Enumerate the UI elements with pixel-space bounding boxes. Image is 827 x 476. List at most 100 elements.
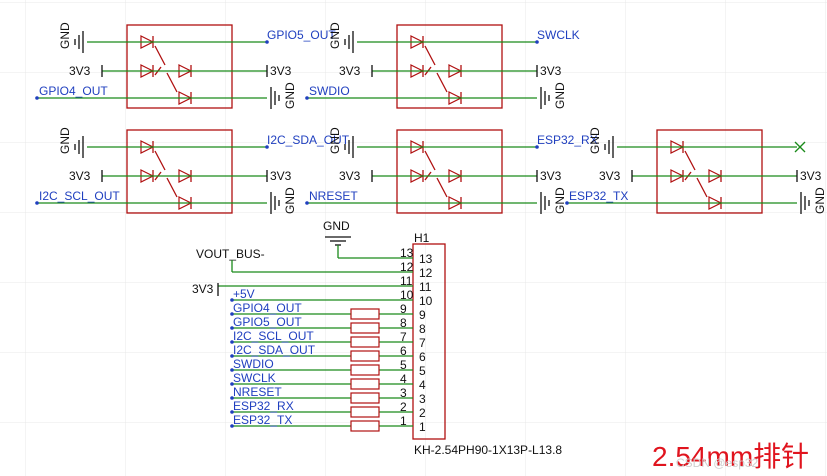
header-pin-outer-number: 6 — [400, 344, 407, 358]
tvs-outline — [396, 129, 503, 214]
header-ref: H1 — [414, 231, 430, 245]
net-label-in: NRESET — [309, 189, 358, 203]
header-pin-outer-number: 12 — [400, 260, 414, 274]
gnd-label: GND — [323, 219, 350, 233]
v33-label: 3V3 — [192, 282, 214, 296]
v33-label: 3V3 — [270, 64, 292, 78]
series-resistor — [350, 308, 380, 320]
gnd-label: GND — [553, 187, 567, 214]
net-port — [230, 340, 234, 344]
net-label-in: GPIO4_OUT — [39, 84, 108, 98]
gnd-symbol: GND — [328, 127, 354, 158]
tvs-outline — [126, 24, 233, 109]
header-pin-outer-number: 1 — [400, 414, 407, 428]
header-pin-outer-number: 7 — [400, 330, 407, 344]
tvs-link — [424, 150, 436, 171]
annotation-text: 2.54mm排针 — [652, 441, 809, 472]
tvs-link — [696, 177, 708, 198]
header-net-label: SWCLK — [233, 371, 276, 385]
net-label-in: ESP32_TX — [569, 189, 628, 203]
header-pin-number: 7 — [419, 336, 426, 350]
gnd-label: GND — [328, 127, 342, 154]
net-port — [565, 201, 569, 205]
header-pin-number: 12 — [419, 266, 433, 280]
tvs-link — [684, 150, 696, 171]
noconnect-mark — [794, 141, 806, 153]
v33-label: 3V3 — [69, 64, 91, 78]
series-resistor — [350, 336, 380, 348]
net-port — [230, 396, 234, 400]
header-net-label: GPIO4_OUT — [233, 301, 302, 315]
net-port — [35, 201, 39, 205]
v33-label: 3V3 — [339, 64, 361, 78]
tvs-link — [436, 177, 448, 198]
header-net-label: +5V — [233, 287, 255, 301]
tvs-link — [436, 72, 448, 93]
gnd-symbol: GND — [540, 187, 567, 214]
header-pin-outer-number: 13 — [400, 246, 414, 260]
net-port — [230, 298, 234, 302]
v33-label: 3V3 — [540, 64, 562, 78]
header-net-label: SWDIO — [233, 357, 274, 371]
watermark-text: CSDN @esp32 — [676, 456, 759, 470]
header-gnd-symbol: GND — [323, 219, 351, 246]
header-pin-number: 2 — [419, 406, 426, 420]
v33-label: 3V3 — [800, 169, 822, 183]
series-resistor — [350, 378, 380, 390]
header-pin-outer-number: 8 — [400, 316, 407, 330]
header-pin-outer-number: 9 — [400, 302, 407, 316]
tvs-link — [166, 177, 178, 198]
v33-label: 3V3 — [69, 169, 91, 183]
header-pin-number: 13 — [419, 252, 433, 266]
v33-label: 3V3 — [599, 169, 621, 183]
tvs-link — [154, 45, 166, 66]
tvs-outline — [396, 24, 503, 109]
series-resistor — [350, 322, 380, 334]
v33-label: 3V3 — [540, 169, 562, 183]
gnd-symbol: GND — [270, 187, 297, 214]
net-port — [230, 424, 234, 428]
net-port — [230, 410, 234, 414]
net-label-out: GPIO5_OUT — [267, 28, 336, 42]
header-net-label: I2C_SCL_OUT — [233, 329, 314, 343]
gnd-symbol: GND — [328, 22, 354, 53]
header-pin-outer-number: 4 — [400, 372, 407, 386]
tvs-link — [154, 150, 166, 171]
series-resistor — [350, 392, 380, 404]
gnd-label: GND — [283, 82, 297, 109]
series-resistor — [350, 350, 380, 362]
net-label-out: ESP32_RX — [537, 133, 598, 147]
header-pin-outer-number: 11 — [400, 274, 413, 288]
net-port — [265, 145, 269, 149]
header-pin-outer-number: 2 — [400, 400, 407, 414]
header-pin-number: 3 — [419, 392, 426, 406]
header-part: KH-2.54PH90-1X13P-L13.8 — [414, 443, 562, 457]
header-pin-number: 4 — [419, 378, 426, 392]
header-pin-outer-number: 5 — [400, 358, 407, 372]
header-pin-number: 6 — [419, 350, 426, 364]
gnd-symbol: GND — [588, 127, 614, 158]
header-pin-number: 5 — [419, 364, 426, 378]
gnd-label: GND — [58, 127, 72, 154]
gnd-symbol: GND — [270, 82, 297, 109]
net-port — [535, 40, 539, 44]
header-pin-number: 8 — [419, 322, 426, 336]
header-net-label: ESP32_TX — [233, 413, 292, 427]
gnd-symbol: GND — [540, 82, 567, 109]
net-label-out: I2C_SDA_OUT — [267, 133, 350, 147]
header-net-label: NRESET — [233, 385, 282, 399]
net-port — [35, 96, 39, 100]
net-port — [265, 40, 269, 44]
header-pin-outer-number: 10 — [400, 288, 414, 302]
net-port — [230, 354, 234, 358]
tvs-outline — [656, 129, 763, 214]
series-resistor — [350, 364, 380, 376]
series-resistor — [350, 420, 380, 432]
header-net-label: GPIO5_OUT — [233, 315, 302, 329]
